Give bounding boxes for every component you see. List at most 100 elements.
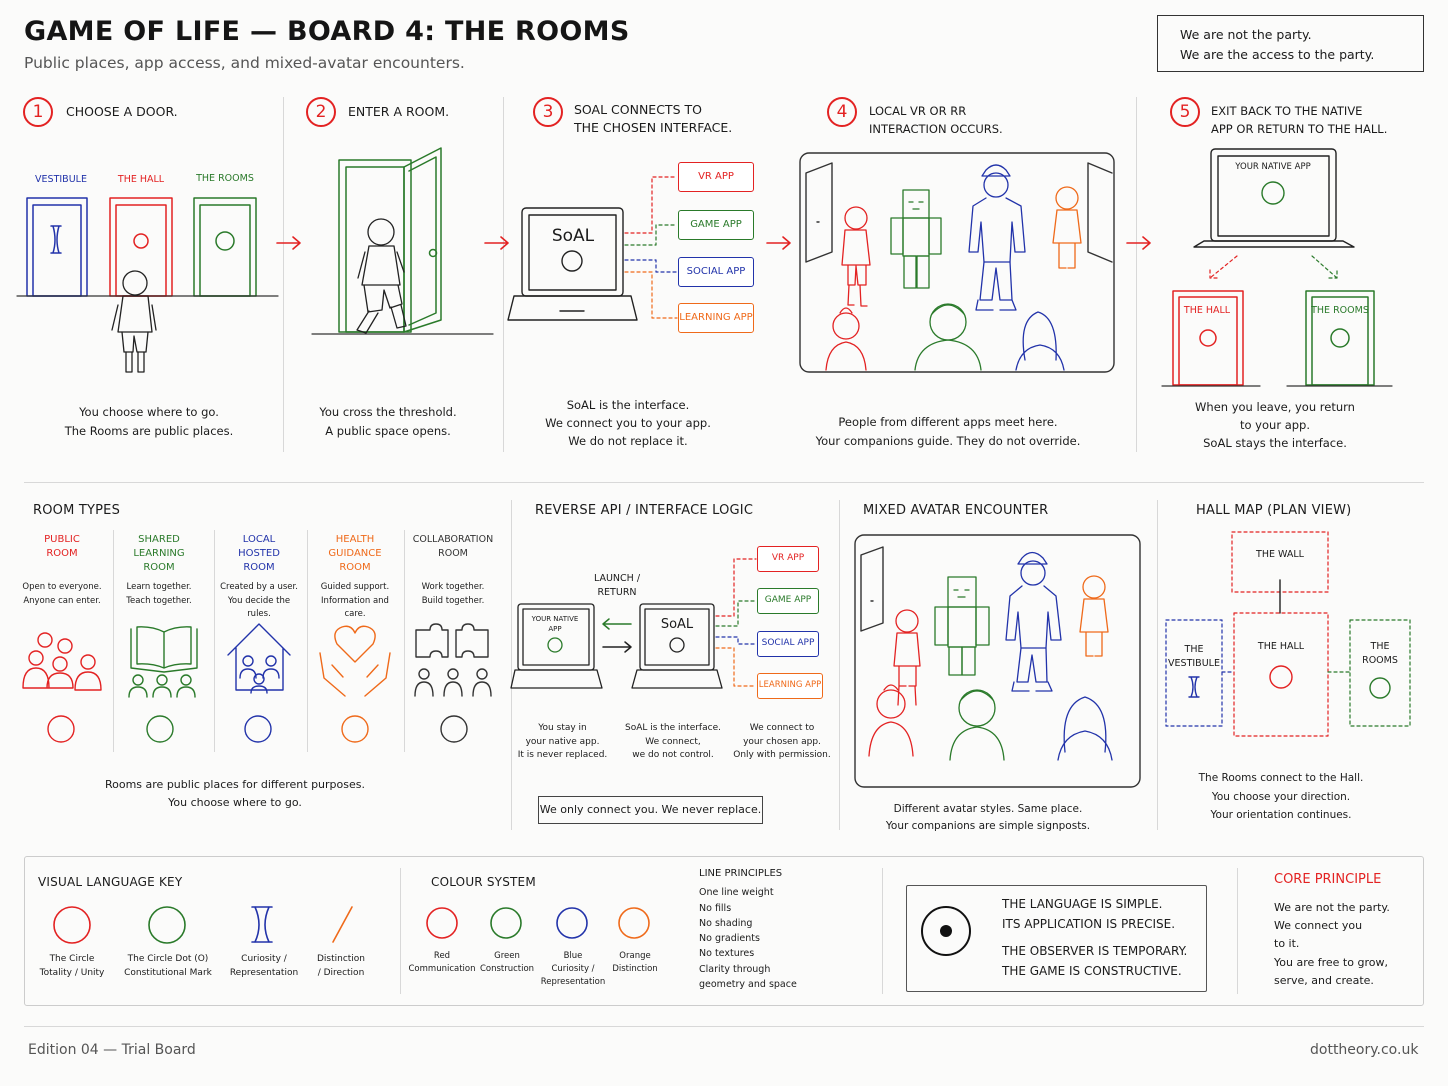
- motto-line: We are not the party.: [1180, 27, 1312, 42]
- soal-label-small: SoAL: [660, 617, 694, 632]
- site-link[interactable]: dottheory.co.uk: [1310, 1042, 1419, 1058]
- room-type-desc: Open to everyone.Anyone can enter.: [22, 582, 102, 606]
- key-heading: VISUAL LANGUAGE KEY: [38, 875, 183, 889]
- connector-lines-small: [715, 558, 757, 687]
- divider: [404, 530, 405, 752]
- hourglass-icon: [1188, 676, 1200, 698]
- arrow-right-icon: [766, 236, 791, 250]
- map-vestibule: [1165, 619, 1223, 727]
- slash-icon: [332, 906, 353, 943]
- person-red: [868, 684, 914, 757]
- door-hall: [109, 197, 173, 297]
- mixed-avatar-caption: Different avatar styles. Same place.Your…: [885, 803, 1091, 832]
- core-principle-heading: CORE PRINCIPLE: [1274, 872, 1382, 887]
- person-red: [825, 307, 867, 371]
- room-type-desc: Created by a user.You decide the rules.: [220, 582, 298, 619]
- statement-text: THE LANGUAGE IS SIMPLE. ITS APPLICATION …: [1002, 897, 1188, 978]
- motto-line: We are the access to the party.: [1180, 47, 1375, 62]
- people-group-icon: [22, 632, 102, 743]
- divider: [882, 868, 883, 994]
- divider: [1136, 97, 1137, 452]
- child-walking: [356, 218, 407, 334]
- line-principle-item: geometry and space: [699, 979, 797, 991]
- colour-swatch-green-icon: [490, 907, 522, 939]
- exit-door-label-hall: THE HALL: [1183, 305, 1231, 316]
- avatar-child-orange: [1052, 186, 1082, 269]
- circle-icon: [53, 906, 91, 944]
- child-back-view: [111, 270, 157, 373]
- encounter-room-1: [799, 152, 1115, 373]
- map-hall-circle-icon: [1269, 665, 1293, 689]
- laptop-native: [1193, 148, 1355, 248]
- vr-app-box: VR APP: [678, 162, 754, 192]
- game-app-box: GAME APP: [757, 588, 819, 614]
- core-principle-text: We are not the party. We connect you to …: [1274, 901, 1390, 987]
- divider: [839, 500, 840, 830]
- avatar-child-orange: [1079, 575, 1109, 657]
- avatar-blocky-green: [934, 576, 990, 676]
- line-principles-heading: LINE PRINCIPLES: [699, 868, 783, 879]
- learning-app-box: LEARNING APP: [757, 673, 823, 699]
- divider: [1157, 500, 1158, 830]
- laptop-soal-small: [631, 603, 723, 689]
- social-app-box: SOCIAL APP: [757, 631, 819, 657]
- line-principle-item: No gradients: [699, 933, 760, 945]
- divider: [400, 868, 401, 994]
- line-principle-item: No shading: [699, 917, 753, 929]
- key-label: Curiosity /Representation: [229, 954, 299, 978]
- statement-box: [906, 885, 1207, 992]
- edition-label: Edition 04 — Trial Board: [28, 1042, 196, 1058]
- avatar-man-blue: [968, 164, 1026, 311]
- launch-return-label: LAUNCH /RETURN: [593, 573, 641, 598]
- person-green: [914, 303, 982, 371]
- line-principle-item: No fills: [699, 902, 732, 914]
- room-types-heading: ROOM TYPES: [33, 503, 121, 518]
- divider: [113, 530, 114, 752]
- visual-language-key-panel: [24, 856, 1424, 1006]
- room-type-desc: Learn together.Teach together.: [126, 582, 192, 606]
- person-blue: [1015, 311, 1065, 371]
- reverse-api-heading: REVERSE API / INTERFACE LOGIC: [535, 503, 754, 518]
- house-people-icon: [227, 623, 291, 743]
- avatar-child-red: [893, 609, 921, 706]
- door-vestibule: [26, 197, 88, 297]
- social-app-box: SOCIAL APP: [678, 257, 754, 287]
- mixed-avatar-heading: MIXED AVATAR ENCOUNTER: [863, 503, 1049, 518]
- open-door: [338, 147, 442, 333]
- key-label: The Circle Dot (O)Constitutional Mark: [124, 954, 212, 978]
- puzzle-people-icon: [414, 623, 492, 743]
- game-app-box: GAME APP: [678, 210, 754, 240]
- avatar-man-blue: [1005, 551, 1062, 692]
- room-types-caption: Rooms are public places for different pu…: [104, 778, 365, 809]
- hourglass-icon: [251, 906, 273, 943]
- divider: [24, 482, 1424, 483]
- exit-door-label-rooms: THE ROOMS: [1311, 305, 1369, 316]
- step-caption: You cross the threshold.A public space o…: [319, 405, 457, 438]
- arrow-right-icon: [276, 236, 301, 250]
- arrow-right-icon: [602, 641, 632, 653]
- map-wall-label: THE WALL: [1256, 549, 1304, 560]
- laptop-soal: [507, 207, 638, 321]
- arrow-down-left-icon: [1209, 255, 1238, 279]
- key-label: Distinction/ Direction: [316, 954, 366, 978]
- circle-dot-icon: [148, 906, 186, 944]
- arrow-down-right-icon: [1311, 255, 1338, 279]
- exit-door-rooms: [1305, 290, 1375, 386]
- room-type-desc: Work together.Build together.: [421, 582, 485, 606]
- colour-swatch-blue-icon: [556, 907, 588, 939]
- step-caption: People from different apps meet here.You…: [815, 415, 1081, 448]
- native-app-label: YOUR NATIVE APP: [1235, 162, 1311, 172]
- motto-box: We are not the party. We are the access …: [1157, 15, 1424, 72]
- book-people-icon: [128, 626, 198, 743]
- learning-app-box: LEARNING APP: [678, 303, 754, 333]
- divider: [214, 530, 215, 752]
